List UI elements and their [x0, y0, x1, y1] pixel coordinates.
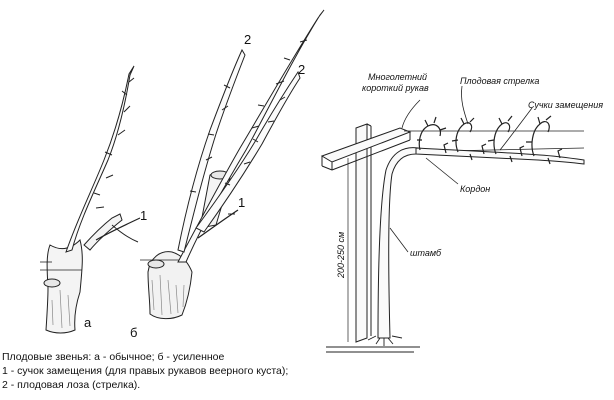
fruit-cane-1 — [418, 124, 441, 151]
renewal-spur-1 — [443, 142, 449, 154]
label-fruit-cane: Плодовая стрелка — [460, 76, 539, 86]
stump-b-cut — [147, 259, 165, 269]
cane-a-main — [65, 65, 135, 253]
label-perennial-arm-line1: Многолетний — [368, 72, 427, 82]
spur-a — [83, 213, 123, 251]
leader-fruit-cane — [461, 85, 469, 125]
fruit-link-reinforced — [140, 9, 325, 320]
caption-line-1: Плодовые звенья: а - обычное; б - усилен… — [2, 351, 225, 363]
label-a: а — [84, 315, 92, 330]
label-b: б — [130, 325, 137, 340]
number-2-b: 2 — [298, 62, 305, 77]
cane-b-second — [195, 70, 301, 233]
stump-b — [147, 251, 193, 320]
caption-line-3: 2 - плодовая лоза (стрелка). — [2, 379, 141, 391]
fruit-cane-4 — [531, 120, 550, 157]
label-perennial-arm-line2: короткий рукав — [362, 83, 429, 93]
label-cordon: Кордон — [460, 184, 490, 194]
renewal-spur-3 — [519, 145, 525, 157]
caption-line-2: 1 - сучок замещения (для правых рукавов … — [2, 365, 289, 377]
label-height: 200-250 см — [336, 232, 346, 279]
leader-renewal-spurs — [499, 107, 533, 151]
trellis-post — [355, 123, 368, 343]
cane-b-left — [177, 48, 246, 253]
leader-perennial-arm — [401, 99, 421, 129]
leader-trunk — [389, 227, 409, 253]
trellis — [320, 85, 585, 353]
number-1-b: 1 — [238, 195, 245, 210]
renewal-spur-2 — [481, 143, 487, 155]
cane-b-main — [177, 9, 325, 263]
fruit-link-ordinary — [40, 65, 141, 334]
fruit-cane-2 — [455, 122, 473, 153]
label-trunk: штамб — [410, 248, 442, 258]
vine-trunk — [377, 147, 419, 339]
figure-caption: Плодовые звенья: а - обычное; б - усилен… — [2, 350, 422, 392]
label-renewal-spurs: Сучки замещения — [528, 100, 603, 110]
stump-a — [45, 239, 83, 334]
number-1-a: 1 — [140, 208, 147, 223]
label-perennial-arm: Многолетний короткий рукав — [362, 72, 430, 93]
stump-a-cut — [43, 278, 61, 288]
leader-cordon — [425, 157, 459, 185]
number-2-a: 2 — [244, 32, 251, 47]
